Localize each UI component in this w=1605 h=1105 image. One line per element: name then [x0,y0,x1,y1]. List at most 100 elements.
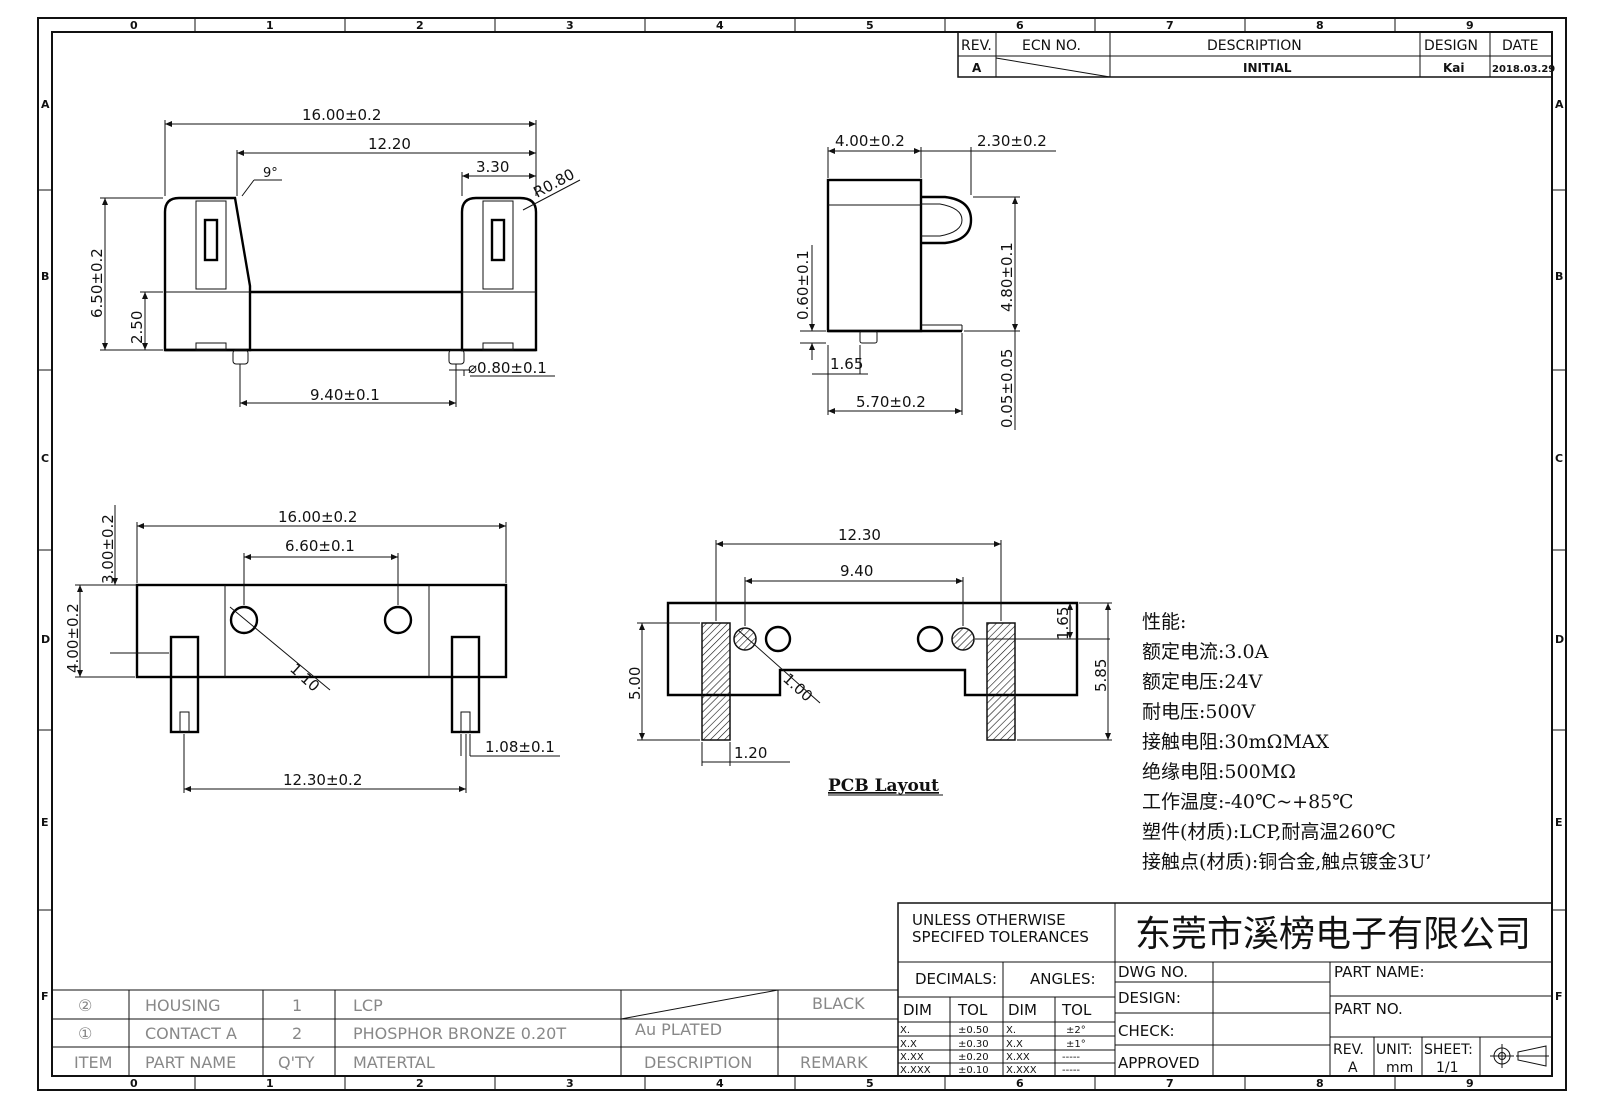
description-header: DESCRIPTION [1207,38,1302,54]
decimal-tol-header: TOL [957,1001,988,1019]
spec-line-withstand-voltage: 耐电压:500V [1142,701,1256,723]
bottom-dim-hole-pitch: 6.60±0.1 [285,537,355,555]
bom-row-contact-part-name: CONTACT A [145,1024,237,1043]
rev-value-box: A [1348,1060,1358,1076]
projection-symbol-icon [1490,1044,1549,1068]
ang-row-1-dim: X. [1006,1025,1016,1036]
dec-row-1-dim: X. [900,1025,910,1036]
col-label-9: 9 [1466,19,1474,32]
col-label-3: 3 [566,19,574,32]
col-label-b1: 1 [266,1077,274,1090]
pcb-layout-view: 12.30 9.40 1.65 5.00 5.85 1.00 1.20 PCB … [626,526,1112,796]
ang-row-3-dim: X.XX [1006,1052,1030,1063]
bottom-dim-overall-width: 16.00±0.2 [278,508,357,526]
col-label-1: 1 [266,19,274,32]
bom-row-housing-remark: BLACK [812,994,865,1013]
col-label-2: 2 [416,19,424,32]
unit-value: mm [1386,1060,1413,1076]
row-label-a: A [41,98,50,111]
bom-row-contact-material: PHOSPHOR BRONZE 0.20T [353,1024,566,1043]
side-dim-peg-offset: 1.65 [830,355,863,373]
col-label-6: 6 [1016,19,1024,32]
side-dim-peg-height: 0.60±0.1 [794,250,812,320]
bom-header-part-name: PART NAME [145,1053,236,1072]
front-dim-height: 6.50±0.2 [88,248,106,318]
bom-row-contact-item: ① [78,1024,92,1043]
row-label-rc: C [1555,452,1563,465]
dec-row-2-dim: X.X [900,1039,917,1050]
check-label: CHECK: [1118,1022,1175,1040]
front-dim-end-width: 3.30 [476,158,509,176]
col-label-b6: 6 [1016,1077,1024,1090]
decimals-label: DECIMALS: [915,970,997,988]
bom-row-contact-qty: 2 [292,1024,302,1043]
dec-row-3-tol: ±0.20 [958,1052,989,1063]
design-header: DESIGN [1424,38,1478,54]
row-label-b: B [41,270,49,283]
revision-block: REV. ECN NO. DESCRIPTION DESIGN DATE A I… [957,31,1555,78]
angles-label: ANGLES: [1030,970,1096,988]
bom-row-housing-qty: 1 [292,996,302,1015]
front-dim-overall-width: 16.00±0.2 [302,106,381,124]
col-label-b2: 2 [416,1077,424,1090]
drawing-frame: 0 1 2 3 4 5 6 7 8 9 0 1 2 3 4 5 6 7 8 9 … [37,17,1567,1091]
tolerance-note-line-1: UNLESS OTHERWISE [912,911,1066,929]
dec-row-4-dim: X.XXX [900,1065,931,1076]
row-label-rb: B [1555,270,1563,283]
title-block: 东莞市溪榜电子有限公司 UNLESS OTHERWISE SPECIFED TO… [897,902,1553,1077]
ecn-header: ECN NO. [1022,38,1081,54]
side-dim-contact-height: 4.80±0.1 [998,242,1016,312]
col-label-b3: 3 [566,1077,574,1090]
ang-row-2-dim: X.X [1006,1039,1023,1050]
row-label-ra: A [1555,98,1564,111]
spec-line-plastic-material: 塑件(材质):LCP,耐高温260℃ [1142,821,1396,843]
col-label-b0: 0 [130,1077,138,1090]
pcb-dim-pad-pitch: 12.30 [838,526,881,544]
rev-value: A [972,61,982,75]
col-label-b9: 9 [1466,1077,1474,1090]
col-label-0: 0 [130,19,138,32]
dwg-no-label: DWG NO. [1118,963,1188,981]
ang-row-1-tol: ±2° [1066,1025,1086,1036]
col-label-b7: 7 [1166,1077,1174,1090]
tolerance-note-line-2: SPECIFED TOLERANCES [912,928,1089,946]
bom-header-material: MATERTAL [353,1053,435,1072]
bottom-view: 16.00±0.2 6.60±0.1 3.00±0.2 4.00±0.2 1.1… [64,505,560,793]
specifications: 性能: 额定电流:3.0A 额定电压:24V 耐电压:500V 接触电阻:30m… [1142,611,1431,873]
ang-row-4-dim: X.XXX [1006,1065,1037,1076]
sheet-label: SHEET: [1424,1042,1473,1058]
spec-line-operating-temperature: 工作温度:-40℃~+85℃ [1142,791,1354,813]
spec-title: 性能: [1142,611,1186,633]
bom-row-housing-part-name: HOUSING [145,996,221,1015]
ang-row-2-tol: ±1° [1066,1039,1086,1050]
design-value: Kai [1443,61,1465,75]
company-name: 东莞市溪榜电子有限公司 [1135,914,1531,955]
col-label-7: 7 [1166,19,1174,32]
decimal-dim-header: DIM [903,1001,932,1019]
front-dim-radius: R0.80 [530,165,577,201]
front-dim-angle: 9° [263,166,278,181]
row-label-re: E [1555,816,1563,829]
front-dim-inner-width: 12.20 [368,135,411,153]
bom-header-item: ITEM [74,1053,112,1072]
pcb-dim-hole-pitch: 9.40 [840,562,873,580]
bom-header-qty: Q'TY [278,1053,315,1072]
approved-label: APPROVED [1118,1054,1200,1072]
row-label-c: C [41,452,49,465]
row-label-rf: F [1555,990,1563,1003]
side-dim-contact-offset: 2.30±0.2 [977,132,1047,150]
bottom-dim-pin-offset-height: 3.00±0.2 [99,514,117,584]
spec-line-contact-resistance: 接触电阻:30mΩMAX [1142,731,1330,753]
unit-label: UNIT: [1376,1042,1413,1058]
pcb-dim-height-right: 5.85 [1092,659,1110,692]
ang-row-3-tol: ----- [1062,1052,1080,1063]
date-value: 2018.03.29 [1492,64,1555,75]
row-label-f: F [41,990,49,1003]
pcb-dim-hole-diameter: 1.00 [779,670,816,706]
part-no-label: PART NO. [1334,1000,1403,1018]
pcb-dim-pad-width: 1.20 [734,744,767,762]
col-label-b8: 8 [1316,1077,1324,1090]
spec-line-contact-material: 接触点(材质):铜合金,触点镀金3U’ [1142,851,1431,873]
bom-header-remark: REMARK [800,1053,868,1072]
design-label: DESIGN: [1118,989,1181,1007]
